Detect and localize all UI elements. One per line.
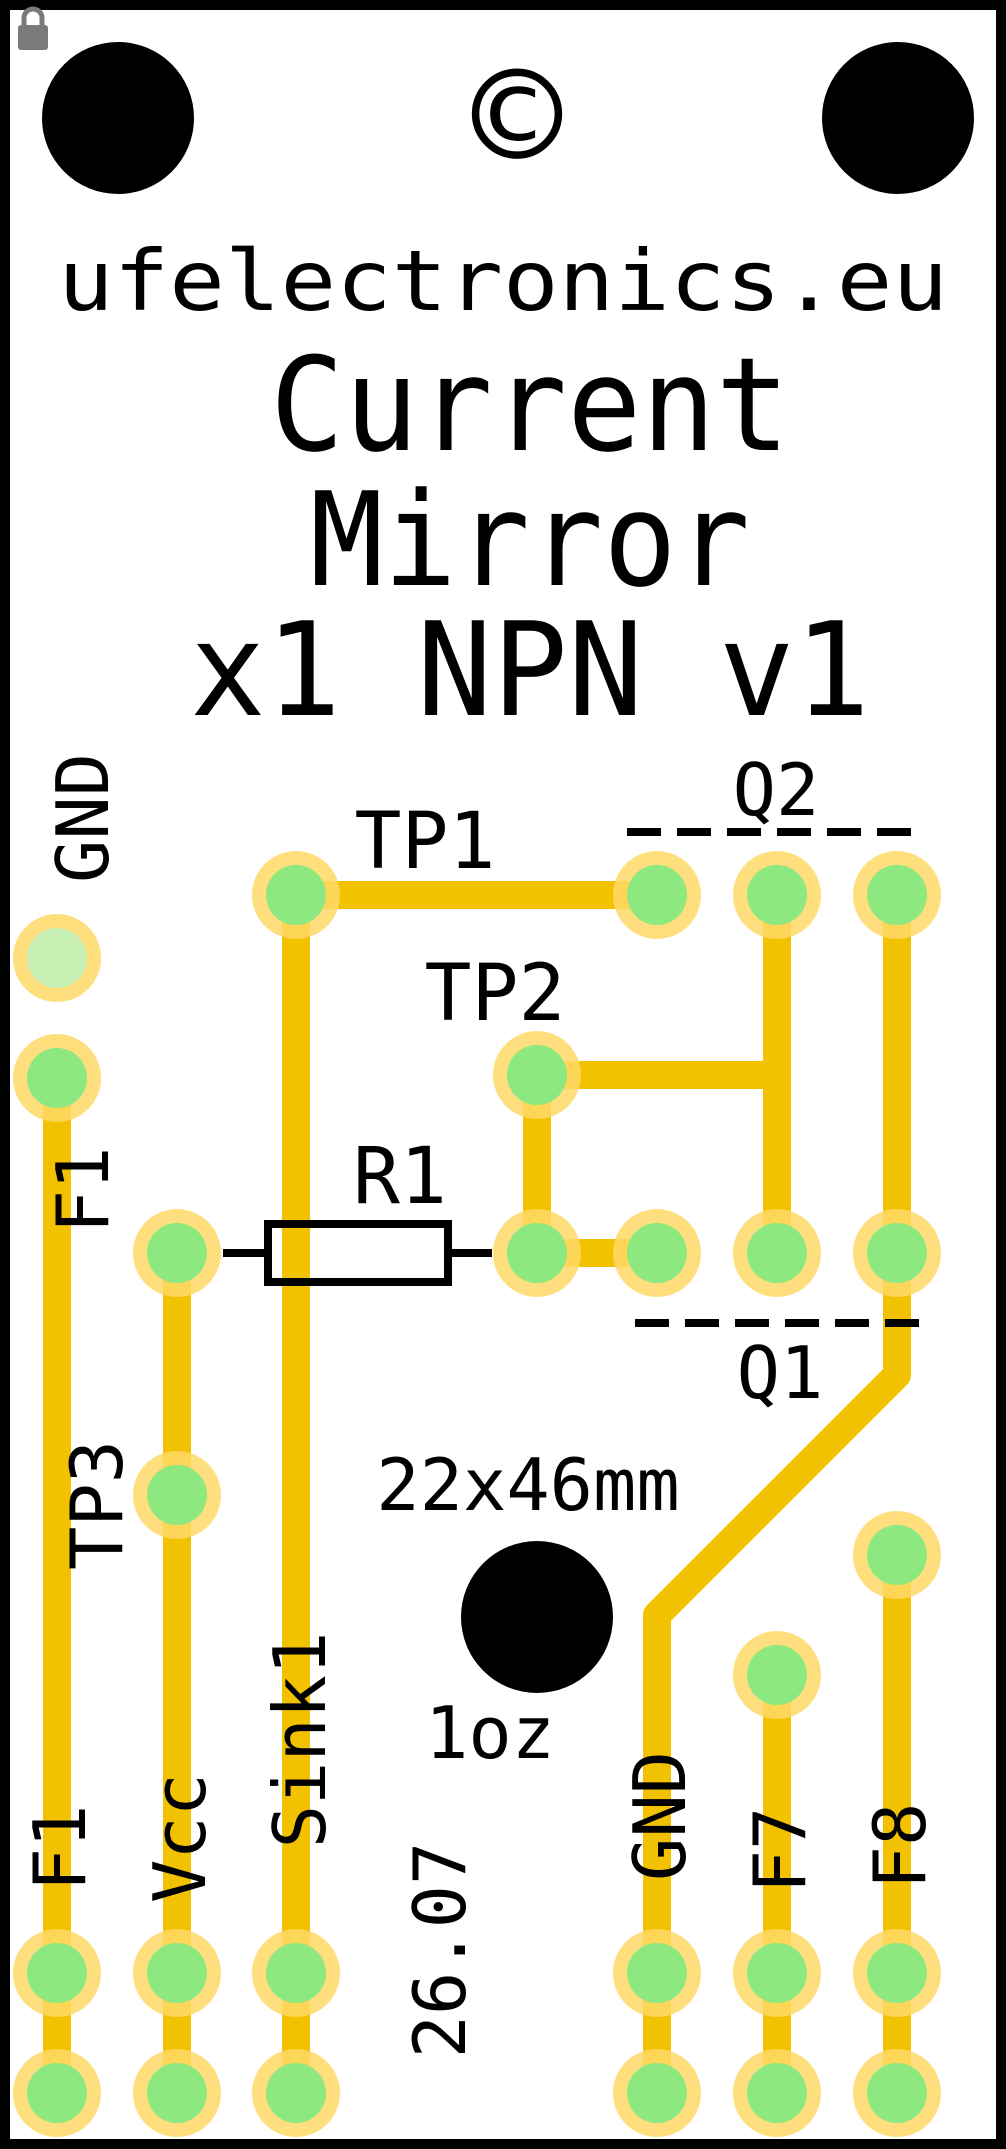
pad-sink1-a	[252, 1929, 340, 2017]
pad-sink1-b	[252, 2049, 340, 2137]
label-q1: Q1	[737, 1331, 824, 1415]
pad-gnd-a	[613, 1929, 701, 2017]
mounting-hole-top-left	[42, 42, 194, 194]
label-r1: R1	[353, 1132, 447, 1222]
pad-f8-b	[853, 2049, 941, 2137]
label-tp3: TP3	[55, 1440, 139, 1570]
label-date: 26.07	[398, 1842, 482, 2059]
pad-f7-top	[733, 1631, 821, 1719]
pad-vcc-b	[133, 2049, 221, 2137]
pad-q1-2	[733, 1209, 821, 1297]
pad-r1-right	[493, 1209, 581, 1297]
pad-tp2	[493, 1031, 581, 1119]
label-q2: Q2	[733, 748, 820, 832]
title-line-1: Current	[270, 329, 790, 481]
label-f1-side: F1	[41, 1147, 125, 1234]
label-gnd: GND	[618, 1751, 702, 1881]
label-gnd-top: GND	[41, 753, 125, 883]
label-tp1: TP1	[355, 797, 496, 887]
resistor-r1	[223, 1220, 492, 1286]
label-f7: F7	[738, 1807, 822, 1894]
label-f1: F1	[18, 1805, 102, 1892]
mounting-hole-top-right	[822, 42, 974, 194]
pad-f8-top	[853, 1511, 941, 1599]
label-vcc: Vcc	[138, 1773, 222, 1903]
website-label: ufelectronics.eu	[58, 232, 948, 330]
pad-f1-top	[13, 1034, 101, 1122]
pad-tp3	[133, 1451, 221, 1539]
copyright-symbol: ©	[472, 30, 563, 204]
trace-q-emitter-gnd	[643, 881, 911, 2107]
pad-f1-b	[13, 2049, 101, 2137]
pads	[13, 851, 941, 2137]
label-tp2: TP2	[425, 949, 566, 1039]
mounting-hole-center	[461, 1541, 613, 1693]
pad-f8-a	[853, 1929, 941, 2017]
label-f8: F8	[858, 1803, 942, 1890]
pad-vcc-a	[133, 1929, 221, 2017]
title-line-3: x1 NPN v1	[190, 594, 870, 746]
label-size: 22x46mm	[376, 1443, 679, 1527]
pad-q2-2	[733, 851, 821, 939]
pad-q1-1	[613, 1209, 701, 1297]
pad-f7-b	[733, 2049, 821, 2137]
pad-gnd-b	[613, 2049, 701, 2137]
pad-q1-3	[853, 1209, 941, 1297]
pad-r1-left	[133, 1209, 221, 1297]
pad-gnd-top	[13, 914, 101, 1002]
pad-q2-3	[853, 851, 941, 939]
pad-tp1	[252, 851, 340, 939]
title-line-2: Mirror	[310, 464, 750, 616]
label-sink1: Sink1	[258, 1632, 342, 1849]
pad-q2-1	[613, 851, 701, 939]
lock-icon	[18, 6, 48, 50]
pad-f7-a	[733, 1929, 821, 2017]
label-copper: 1oz	[425, 1691, 555, 1775]
pad-f1-a	[13, 1929, 101, 2017]
